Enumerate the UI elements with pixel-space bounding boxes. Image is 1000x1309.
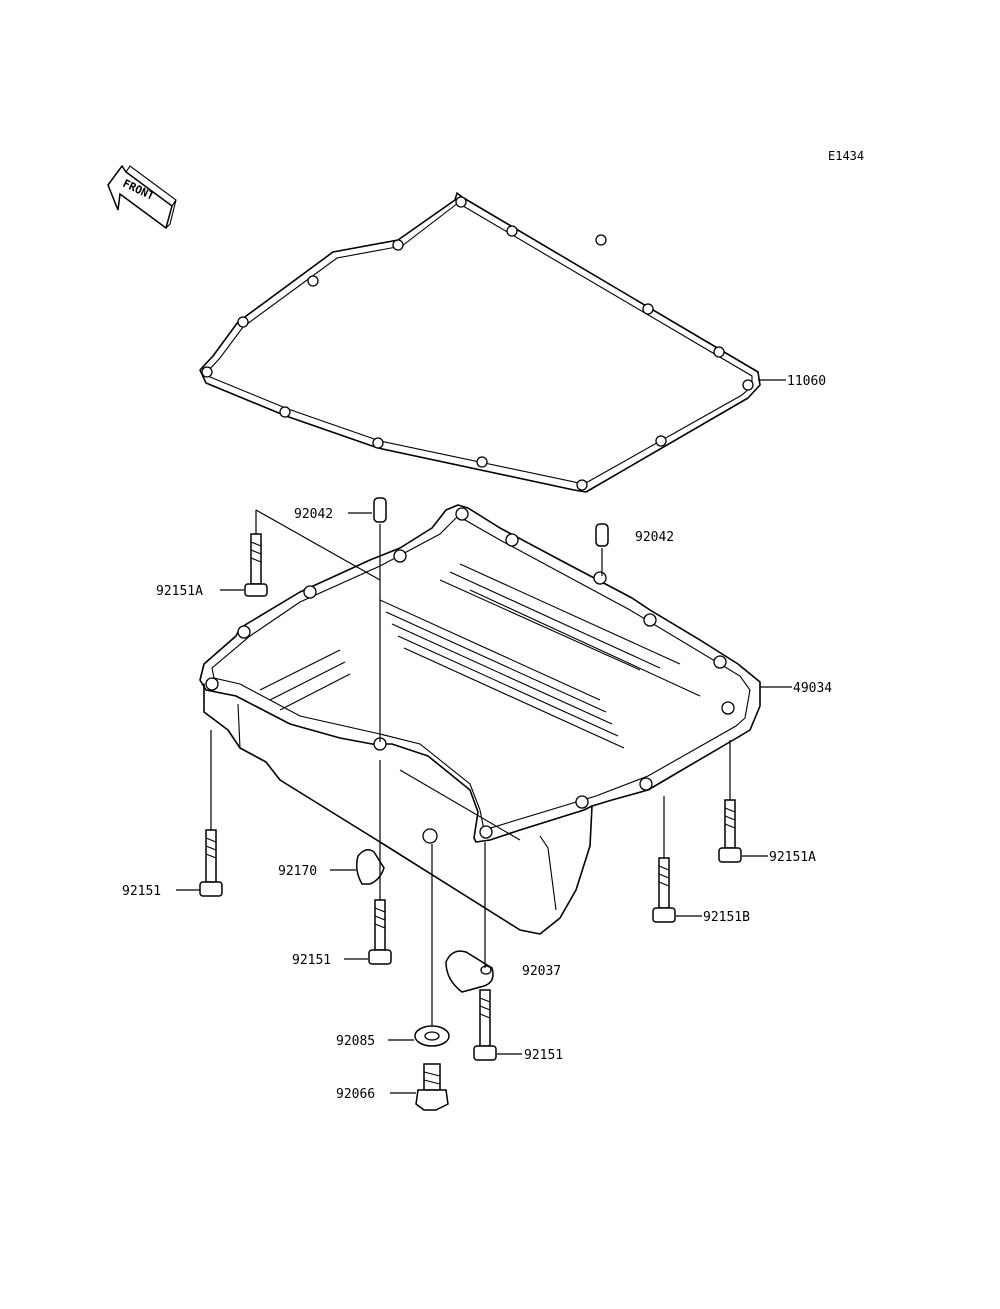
oil-pan-gasket: 11060: [199, 192, 826, 493]
oil-pan-bosses: [205, 507, 735, 844]
dowel-pin-right: 92042: [595, 523, 674, 576]
bolt-center-part-number: 92151: [292, 953, 331, 968]
bolt-92151b-right: 92151B: [652, 796, 750, 925]
gasket-bolt-holes: [201, 196, 754, 491]
gasket-part-number: 11060: [787, 374, 826, 389]
drain-plug-92066: 92066: [336, 1063, 449, 1111]
bolt-92151a-right: 92151A: [718, 740, 816, 865]
washer-part-number: 92085: [336, 1034, 375, 1049]
bolt-92151a-left: 92151A: [156, 509, 381, 599]
bolt-92151-lower: 92151: [473, 842, 563, 1063]
oil-pan-ribs: [259, 563, 701, 749]
bolt-a-right-part-number: 92151A: [769, 850, 816, 865]
oil-pan-part-number: 49034: [793, 681, 832, 696]
clamp-left-part-number: 92170: [278, 864, 317, 879]
bolt-left-part-number: 92151: [122, 884, 161, 899]
dowel-left-part-number: 92042: [294, 507, 333, 522]
clamp-92037: 92037: [445, 950, 561, 993]
drain-plug-part-number: 92066: [336, 1087, 375, 1102]
bolt-b-right-part-number: 92151B: [703, 910, 750, 925]
washer-92085: 92085: [336, 844, 450, 1049]
dowel-right-part-number: 92042: [635, 530, 674, 545]
clamp-92170: 92170: [278, 849, 385, 885]
bolt-92151-left: 92151: [122, 730, 223, 899]
bolt-92151-center: 92151: [292, 760, 392, 968]
bolt-a-left-part-number: 92151A: [156, 584, 203, 599]
front-direction-arrow: FRONT: [107, 164, 177, 230]
diagram-code: E1434: [828, 149, 864, 163]
clamp-right-part-number: 92037: [522, 964, 561, 979]
oil-pan: 49034: [199, 504, 832, 935]
dowel-pin-left: 92042: [294, 497, 387, 742]
bolt-lower-part-number: 92151: [524, 1048, 563, 1063]
